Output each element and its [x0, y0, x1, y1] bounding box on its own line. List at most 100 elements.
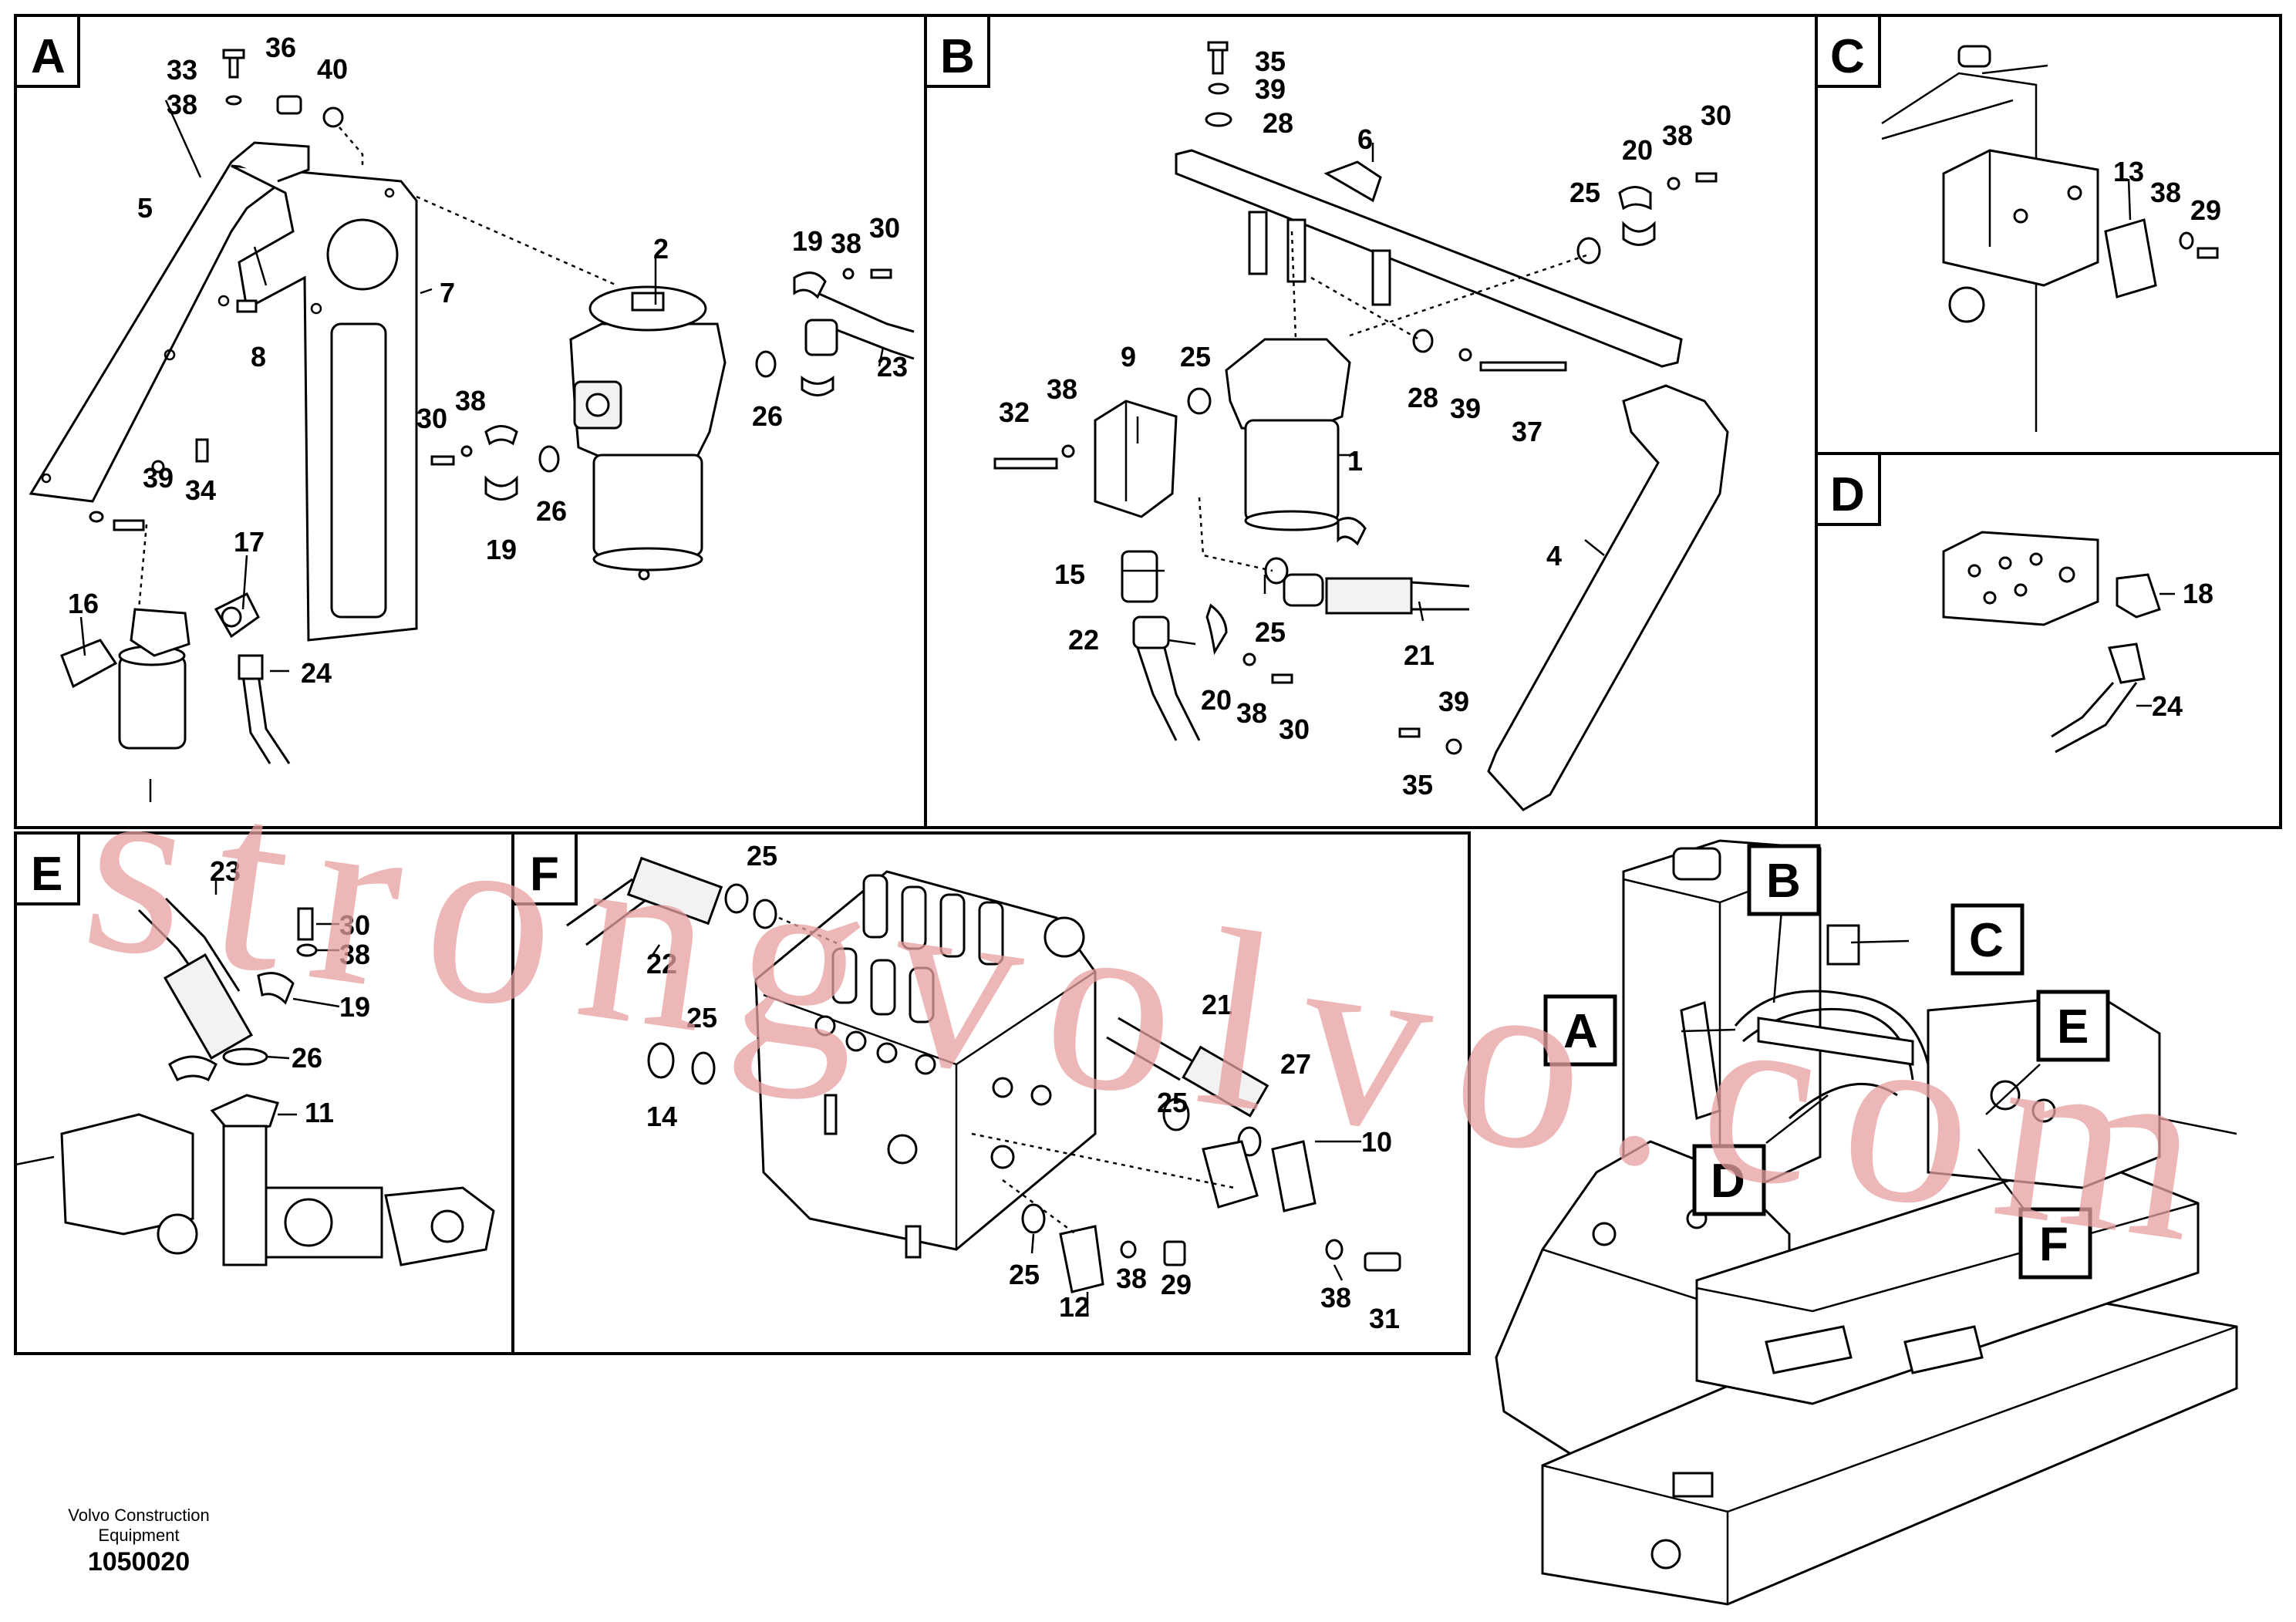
panel-e: E 23 30 [14, 831, 514, 1355]
control-valve-drawing [754, 870, 1097, 1259]
hose-f-22-a [566, 878, 633, 927]
overview-callout-d-box [1692, 1144, 1766, 1216]
leaders-a [79, 99, 885, 802]
callout-f-31: 31 [1369, 1303, 1400, 1334]
footer-diagram-code: 1050020 [87, 1547, 190, 1576]
bracket-drawing [29, 141, 418, 642]
callout-c-38: 38 [2150, 177, 2181, 208]
callout-b-30-top: 30 [1701, 99, 1731, 131]
leaders-e [214, 878, 340, 1116]
callout-a-30-right: 30 [869, 212, 900, 244]
fitting-22 [1132, 615, 1170, 649]
callout-e-19: 19 [339, 991, 370, 1023]
callout-f-25-top: 25 [747, 840, 777, 872]
callout-a-30-mid: 30 [416, 403, 447, 434]
hose-22-b [1163, 647, 1201, 741]
callout-b-38-top: 38 [1662, 120, 1693, 151]
callout-b-39-low: 39 [1438, 686, 1469, 717]
callout-b-9: 9 [1121, 341, 1136, 373]
hose-23-drawing-lower [821, 322, 915, 360]
callout-f-12: 12 [1059, 1291, 1090, 1323]
filter-1-drawing [1225, 338, 1351, 531]
callout-a-38-top: 38 [167, 89, 197, 120]
leader-c-13 [2127, 178, 2132, 221]
callout-a-7: 7 [440, 277, 455, 309]
overview-callout-c-box [1950, 903, 2025, 976]
overview-callout-b-text: B [1766, 855, 1801, 908]
callout-e-23: 23 [210, 855, 241, 887]
panel-e-frame [14, 831, 514, 1355]
hose-f-22-end [626, 856, 723, 926]
callout-f-25-left: 25 [686, 1002, 717, 1034]
hose-f-21-a [1118, 1017, 1192, 1062]
panel-b: B [924, 14, 1818, 829]
panel-e-tag-box [14, 831, 80, 905]
callout-a-33: 33 [167, 54, 197, 86]
callout-b-38-left: 38 [1047, 373, 1077, 405]
leaders-b [1122, 143, 1605, 646]
callout-f-29: 29 [1161, 1269, 1192, 1300]
panel-f: F [511, 831, 1471, 1355]
panel-d-tag-box [1815, 452, 1881, 526]
bracket-6-leg-2 [1286, 218, 1306, 283]
overview-callout-f-box [2018, 1207, 2092, 1280]
callout-b-20-low: 20 [1201, 684, 1232, 716]
callout-b-25-low: 25 [1255, 616, 1286, 648]
panel-c-tag-box [1815, 14, 1881, 88]
small-parts-a [89, 49, 892, 531]
callout-a-19-top: 19 [792, 225, 823, 257]
callout-e-30: 30 [339, 909, 370, 941]
callout-c-13: 13 [2113, 156, 2144, 187]
callout-a-38-mid: 38 [455, 385, 486, 416]
hose-f-21-b [1106, 1036, 1181, 1081]
callout-b-38-low: 38 [1236, 697, 1267, 729]
callout-b-28-top: 28 [1263, 107, 1293, 139]
block-9-drawing [1094, 400, 1178, 518]
callout-b-25-top: 25 [1569, 177, 1600, 208]
callout-b-6: 6 [1357, 123, 1373, 155]
bracket-4-drawing [1487, 384, 1729, 811]
panel-d-frame [1815, 452, 2282, 829]
small-filter-drawing [60, 592, 260, 750]
callout-b-20-top: 20 [1622, 134, 1653, 166]
panel-f-tag-box [511, 831, 578, 905]
overview-callout-a-box [1543, 994, 1617, 1067]
callout-b-22: 22 [1068, 624, 1099, 656]
callout-b-39-top: 39 [1255, 73, 1286, 105]
overview-callout-b: B [1747, 844, 1821, 916]
callout-c-29: 29 [2190, 194, 2221, 226]
callout-f-25-low: 25 [1009, 1259, 1040, 1290]
panel-e-tag: E [31, 848, 62, 901]
fitting-24 [238, 654, 264, 680]
bracket-6-leg-3 [1371, 249, 1391, 306]
overview-callout-a-text: A [1563, 1005, 1598, 1058]
callout-e-11: 11 [305, 1097, 334, 1128]
callout-a-19-mid: 19 [486, 534, 517, 565]
overview-callout-d-text: D [1711, 1155, 1745, 1208]
adapter-15 [1121, 550, 1158, 603]
callout-a-8: 8 [251, 341, 266, 373]
hose-24-drawing [241, 674, 271, 764]
hose-24-drawing-outer [257, 674, 291, 764]
callout-b-4: 4 [1546, 540, 1562, 572]
callout-a-39: 39 [143, 462, 174, 494]
panel-f-tag: F [530, 848, 559, 901]
callout-b-28-mid: 28 [1408, 382, 1438, 413]
small-parts-f [647, 883, 1401, 1293]
panel-c-drawing [1881, 45, 2219, 432]
callout-b-1: 1 [1347, 445, 1363, 477]
callout-a-26-right: 26 [752, 400, 783, 432]
callout-b-21: 21 [1404, 639, 1435, 671]
bracket-6-boss [1323, 160, 1382, 203]
callout-f-10: 10 [1361, 1126, 1392, 1158]
overview-callout-c: C [1950, 903, 2025, 976]
overview-leaders [1681, 909, 2041, 1216]
hose-23-drawing [817, 292, 915, 333]
callout-a-24: 24 [301, 657, 332, 689]
bracket-6-drawing [1175, 149, 1683, 368]
callout-a-26-mid: 26 [536, 495, 567, 527]
overview-callout-c-text: C [1969, 914, 2004, 967]
callout-d-18: 18 [2183, 578, 2213, 609]
callout-f-21: 21 [1202, 989, 1232, 1020]
